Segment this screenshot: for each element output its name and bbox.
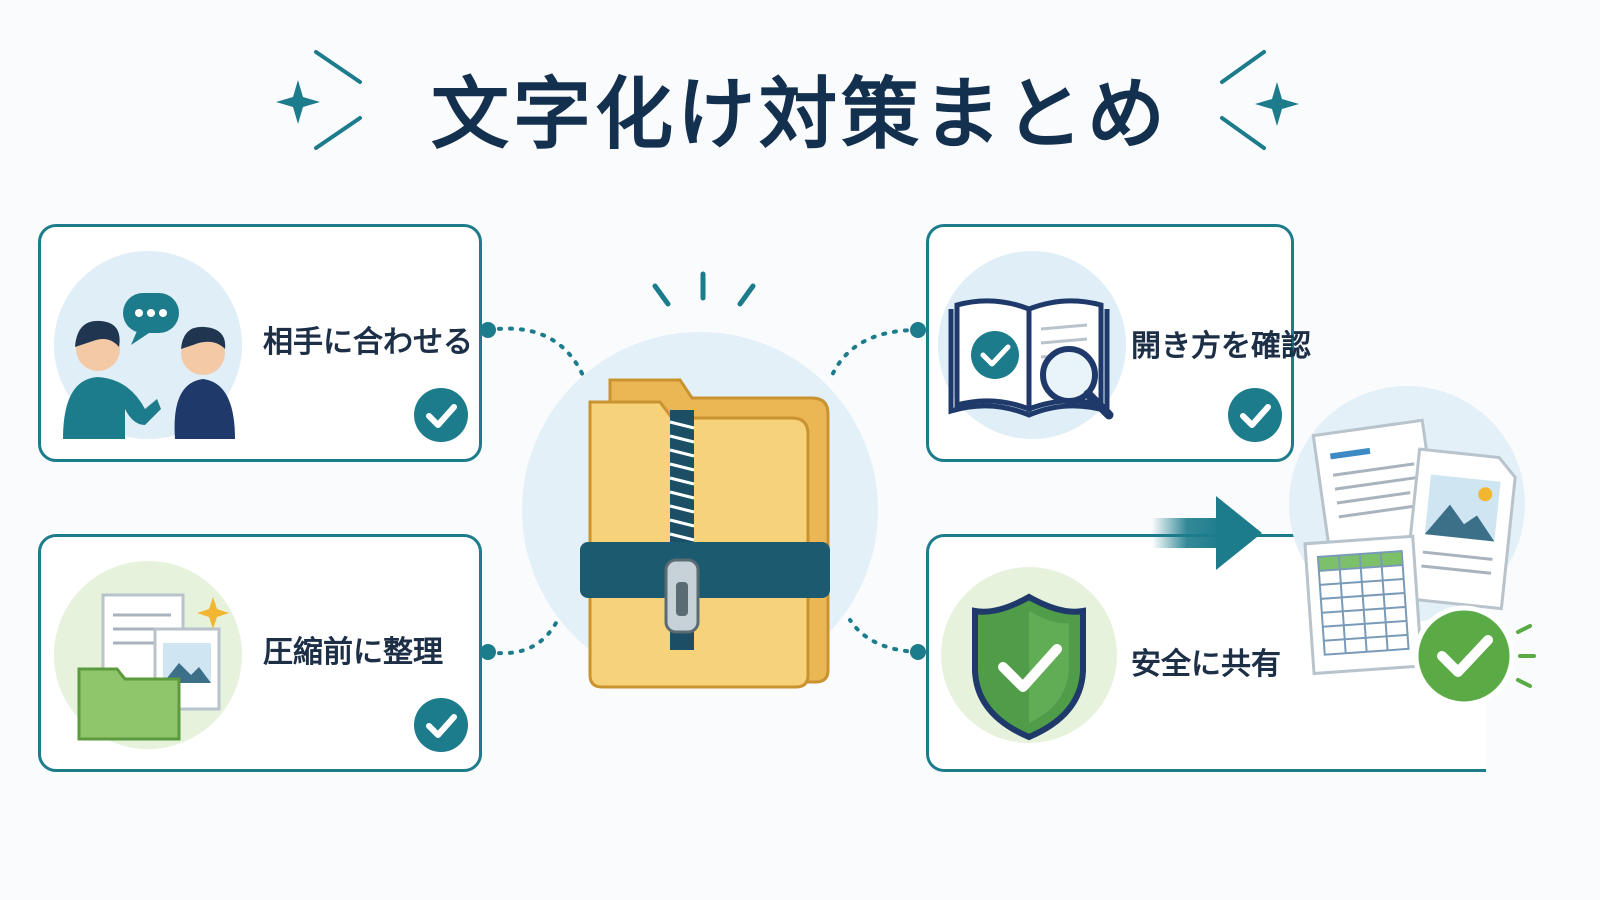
check-icon (413, 387, 469, 443)
check-icon (1227, 387, 1283, 443)
conversation-icon (53, 249, 243, 441)
files-folder-icon (53, 559, 243, 751)
shield-check-icon (941, 559, 1121, 751)
card-label: 開き方を確認 (1131, 329, 1311, 364)
card-organize-before-compress: 圧縮前に整理 (38, 534, 482, 772)
card-label: 相手に合わせる (263, 325, 473, 360)
book-magnifier-icon (937, 249, 1127, 441)
card-label: 安全に共有 (1131, 647, 1281, 682)
connector-lines (486, 326, 920, 656)
check-icon (413, 697, 469, 753)
card-check-how-to-open: 開き方を確認 (926, 224, 1311, 462)
arrow-right-icon (1152, 490, 1268, 576)
card-match-other-party: 相手に合わせる (38, 224, 482, 462)
right-sparkle-icon (1220, 50, 1299, 150)
page-title: 文字化け対策まとめ (430, 70, 1169, 160)
burst-lines (652, 271, 756, 307)
documents-check-icon (1282, 384, 1542, 714)
zip-folder-icon (520, 320, 890, 710)
card-label: 圧縮前に整理 (263, 635, 443, 670)
left-sparkle-icon (276, 50, 362, 150)
